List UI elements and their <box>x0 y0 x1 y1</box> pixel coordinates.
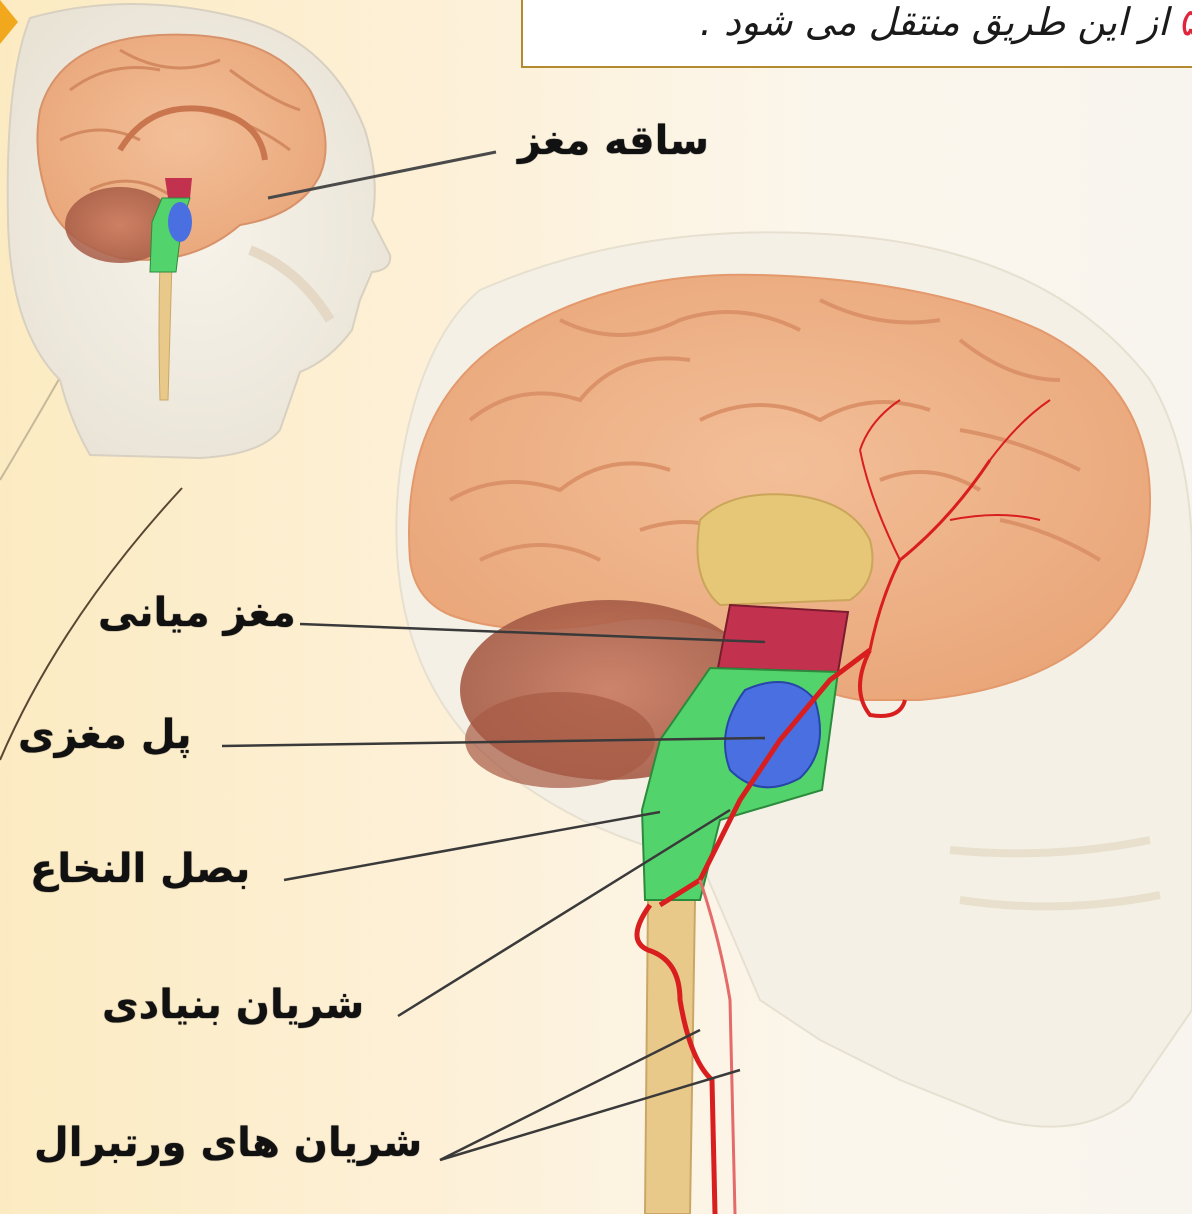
label-midbrain: مغز میانی <box>98 590 296 636</box>
caption-mark: ۵ <box>1181 0 1192 44</box>
label-vertebral-arteries: شریان های ورتبرال <box>34 1120 422 1166</box>
leader-medulla <box>284 812 660 880</box>
label-pons: پل مغزی <box>18 712 192 758</box>
label-basilar-artery: شریان بنیادی <box>102 982 364 1028</box>
midbrain-region <box>718 605 848 672</box>
caption-text: ۵ از این طریق منتقل می شود . <box>700 0 1192 44</box>
caption-box: ۵ از این طریق منتقل می شود . <box>521 0 1192 68</box>
caption-sentence: از این طریق منتقل می شود . <box>700 0 1169 44</box>
label-brainstem: ساقه مغز <box>518 118 709 164</box>
pons-region <box>725 682 820 787</box>
label-medulla: بصل النخاع <box>30 846 250 892</box>
accent-arrow <box>0 0 18 44</box>
leader-vertebral-2 <box>440 1070 740 1160</box>
spinal-cord <box>645 900 695 1214</box>
inset-head-illustration <box>8 4 391 458</box>
